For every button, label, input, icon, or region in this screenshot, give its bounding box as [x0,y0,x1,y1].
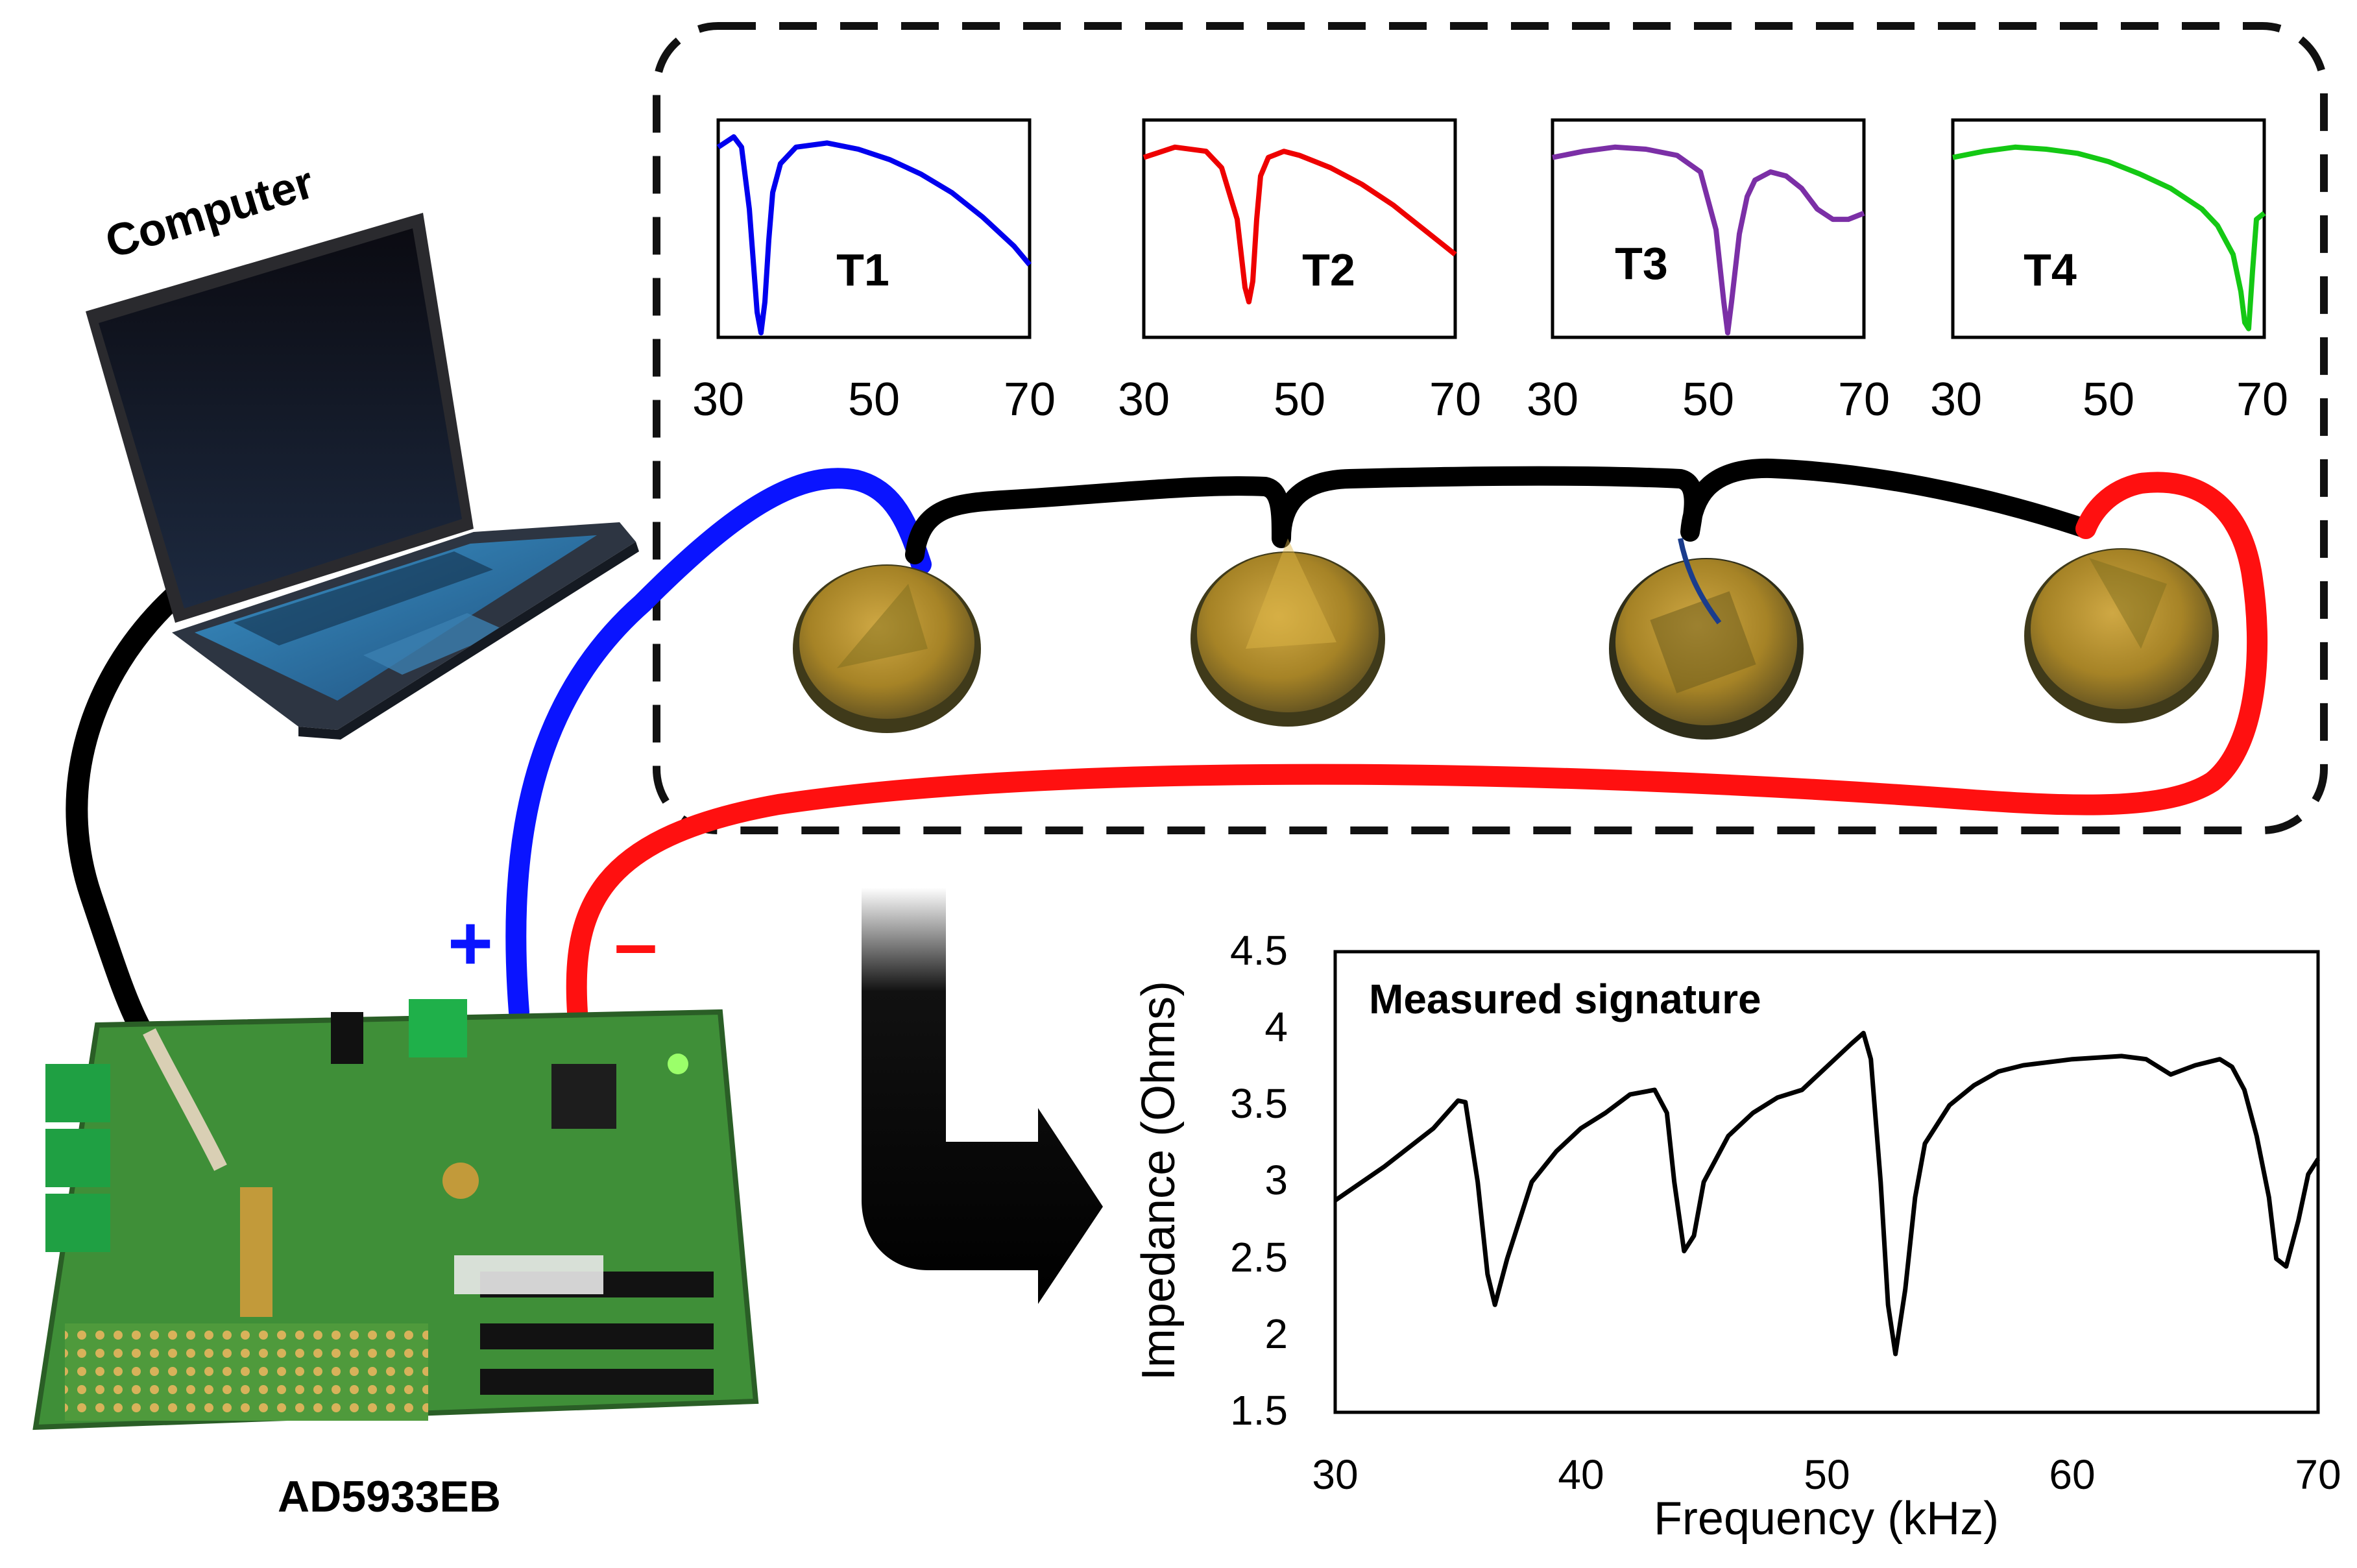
piezo-transducer-3 [1609,538,1804,740]
y-tick-3-5: 3.5 [1230,1080,1288,1127]
chart-t4: T4 30 50 70 [1930,118,2288,426]
measured-x-ticks: 30 40 50 60 70 [1312,1451,2341,1498]
y-axis-label: Impedance (Ohms) [1133,981,1185,1381]
chart-t1: T1 30 50 70 [692,118,1056,426]
negative-terminal-label: – [614,900,658,987]
y-tick-3: 3 [1264,1157,1288,1203]
measured-chart-frame [1333,950,2320,1414]
x-tick-50: 50 [1804,1451,1850,1498]
chart-t1-title: T1 [836,245,889,295]
chart-t4-tick-0: 30 [1930,374,1982,426]
piezo-transducer-4 [2024,548,2219,723]
negative-wire [566,472,2268,1022]
y-tick-2: 2 [1264,1310,1288,1357]
chart-t3-tick-0: 30 [1527,374,1578,426]
x-axis-label: Frequency (kHz) [1654,1493,1999,1545]
evaluation-board [32,999,759,1430]
x-tick-30: 30 [1312,1451,1358,1498]
chart-t2: T2 30 50 70 [1118,118,1481,426]
chart-t4-title: T4 [2024,245,2077,295]
chart-t2-title: T2 [1302,245,1355,295]
chart-t3-tick-2: 70 [1838,374,1890,426]
piezo-transducer-2 [1191,538,1385,727]
y-tick-2-5: 2.5 [1230,1234,1288,1281]
measured-y-ticks: 1.5 2 2.5 3 3.5 4 4.5 [1230,927,1288,1434]
transducer-enclosure [653,22,2328,834]
chart-t3: T3 30 50 70 [1527,118,1890,426]
chart-t4-frame [1951,118,2266,339]
laptop [86,213,639,740]
chart-t3-frame [1551,118,1866,339]
chart-t1-tick-1: 50 [848,374,900,426]
chart-t1-tick-2: 70 [1004,374,1056,426]
x-tick-60: 60 [2049,1451,2095,1498]
board-label: AD5933EB [278,1472,501,1521]
chart-t2-tick-2: 70 [1429,374,1481,426]
y-tick-1-5: 1.5 [1230,1387,1288,1434]
piezo-transducer-1 [793,564,981,733]
measured-signature-chart: Measured signature 1.5 2 2.5 3 3.5 4 4.5… [1133,927,2341,1545]
flow-arrow-icon [862,887,1103,1304]
common-wire [905,458,2096,564]
positive-terminal-label: + [448,900,493,987]
computer-label: Computer [100,156,320,267]
x-tick-40: 40 [1558,1451,1604,1498]
measured-chart-title: Measured signature [1369,976,1761,1022]
chart-t4-tick-2: 70 [2236,374,2288,426]
chart-t3-tick-1: 50 [1682,374,1734,426]
chart-t2-line [1142,144,1457,305]
y-tick-4-5: 4.5 [1230,927,1288,974]
chart-t1-tick-0: 30 [692,374,744,426]
y-tick-4: 4 [1264,1004,1288,1050]
chart-t4-tick-1: 50 [2083,374,2134,426]
chart-t3-line [1552,144,1865,335]
chart-t2-frame [1142,118,1457,339]
usb-cable [66,576,196,1049]
chart-t2-tick-0: 30 [1118,374,1170,426]
chart-t2-tick-1: 50 [1274,374,1325,426]
positive-wire [505,468,932,1022]
chart-t3-title: T3 [1615,238,1668,289]
chart-t4-line [1952,144,2266,332]
measured-line [1334,1030,2320,1357]
chart-t1-line [716,134,1032,335]
x-tick-70: 70 [2295,1451,2341,1498]
